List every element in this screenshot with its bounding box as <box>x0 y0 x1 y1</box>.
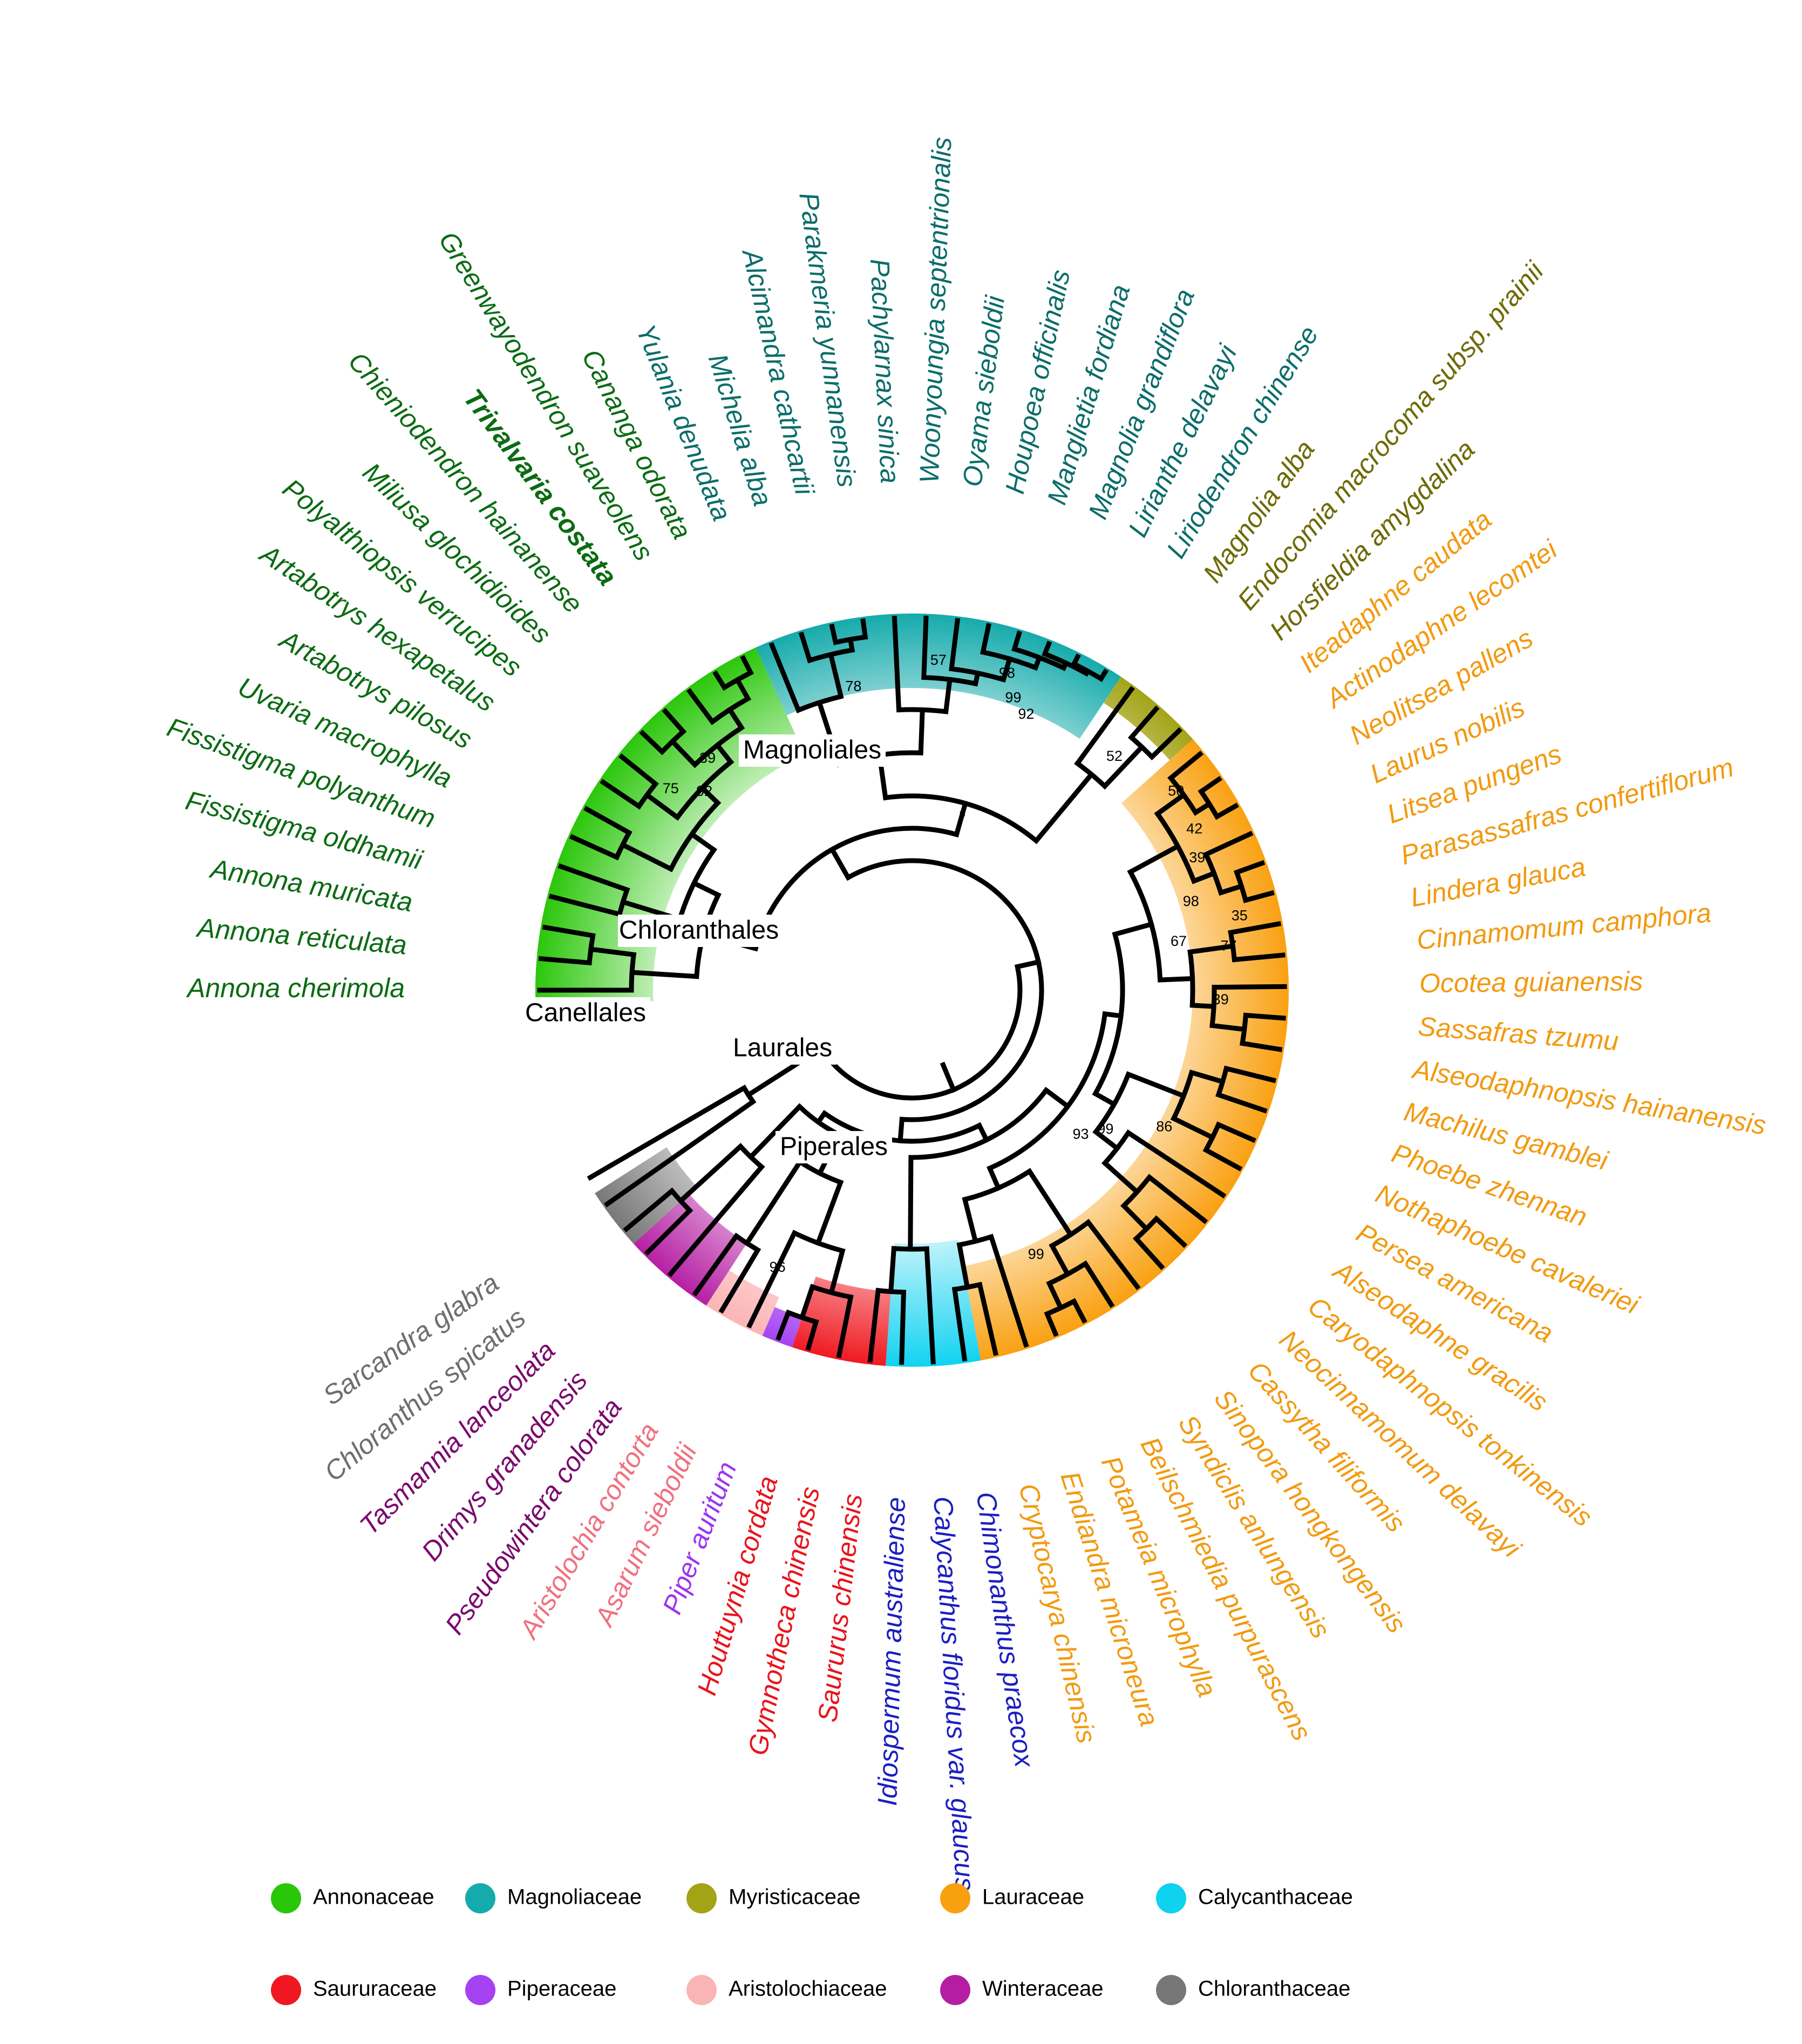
bootstrap-value: 99 <box>1005 690 1021 706</box>
tree-branches <box>537 615 1287 1365</box>
order-label-bg <box>728 1032 837 1065</box>
order-label-bg <box>738 734 886 767</box>
taxon-label: Woonyoungia septentrionalis <box>914 137 957 484</box>
order-label: Chloranthales <box>619 916 779 945</box>
order-label-bg <box>775 1131 893 1163</box>
bootstrap-value: 77 <box>1220 938 1236 954</box>
taxon-label: Annona cherimola <box>186 973 405 1003</box>
taxon-label: Endocomia macrocoma subsp. prainii <box>1232 255 1550 616</box>
bootstrap-value: 92 <box>696 783 712 799</box>
taxon-label: Ocotea guianensis <box>1419 966 1643 998</box>
legend-label: Saururaceae <box>313 1977 437 2001</box>
bootstrap-value: 39 <box>1213 991 1229 1007</box>
legend-label: Lauraceae <box>982 1885 1084 1909</box>
legend-swatch <box>271 1975 301 2005</box>
bootstrap-value: 92 <box>1018 706 1034 722</box>
bootstrap-value: 57 <box>930 652 947 668</box>
bootstrap-value: 75 <box>663 780 679 796</box>
legend-swatch <box>940 1883 970 1913</box>
order-label-bg <box>520 997 651 1030</box>
sector-saururaceae <box>792 1276 891 1366</box>
legend-label: Magnoliaceae <box>507 1885 642 1909</box>
taxon-label: Parasassafras confertiflorum <box>1397 752 1737 871</box>
legend-swatch <box>940 1975 970 2005</box>
sector-calycanthaceae <box>886 1239 981 1367</box>
legend-label: Myristicaceae <box>729 1885 861 1909</box>
bootstrap-value: 78 <box>845 678 861 694</box>
legend-label: Annonaceae <box>313 1885 434 1909</box>
bootstrap-value: 86 <box>1156 1118 1172 1134</box>
bootstrap-value: 39 <box>1189 849 1205 866</box>
legend: Annonaceae Magnoliaceae Myristicaceae Laura… <box>271 1883 1353 2005</box>
legend-label: Piperaceae <box>507 1977 616 2001</box>
sector-lauraceae <box>963 739 1289 1361</box>
taxon-label: Calycanthus floridus var. glaucus <box>928 1496 980 1892</box>
taxon-label: Saururus chinensis <box>812 1493 868 1724</box>
bootstrap-value: 99 <box>1097 1121 1113 1137</box>
legend-label: Winteraceae <box>982 1977 1104 2001</box>
bootstrap-value: 96 <box>770 1259 786 1275</box>
bootstrap-value: 99 <box>1028 1246 1044 1262</box>
taxon-label: Pachylarnax sinica <box>865 258 906 484</box>
order-label: Magnoliales <box>743 736 881 765</box>
taxon-label: Oyama sieboldii <box>957 293 1010 488</box>
legend-swatch <box>1156 1975 1186 2005</box>
order-label: Canellales <box>525 999 646 1027</box>
bootstrap-value: 50 <box>1168 782 1184 799</box>
order-labels: MagnolialesChloranthalesCanellalesLaural… <box>520 734 893 1163</box>
legend-label: Aristolochiaceae <box>729 1977 887 2001</box>
order-label: Laurales <box>733 1034 832 1062</box>
legend-swatch <box>465 1883 495 1913</box>
legend-swatch <box>465 1975 495 2005</box>
legend-label: Calycanthaceae <box>1198 1885 1353 1909</box>
bootstrap-value: 39 <box>699 750 716 766</box>
taxon-label: Cinnamomum camphora <box>1416 897 1712 955</box>
bootstrap-value: 98 <box>1183 893 1199 909</box>
legend-swatch <box>686 1975 717 2005</box>
legend-swatch <box>1156 1883 1186 1913</box>
sector-aristolochiaceae <box>706 1270 779 1336</box>
taxon-label: Sassafras tzumu <box>1417 1011 1620 1057</box>
legend-swatch <box>686 1883 717 1913</box>
bootstrap-value: 52 <box>1106 748 1123 764</box>
bootstrap-value: 35 <box>1232 908 1248 924</box>
sector-chloranthaceae <box>595 1147 697 1244</box>
legend-label: Chloranthaceae <box>1198 1977 1350 2001</box>
order-label-bg <box>618 915 780 947</box>
bootstrap-value: 67 <box>1171 933 1187 949</box>
legend-swatch <box>271 1883 301 1913</box>
taxon-label: Annona reticulata <box>195 912 409 960</box>
bootstrap-value: 98 <box>999 665 1015 681</box>
order-label: Piperales <box>780 1133 888 1161</box>
branch-paths <box>537 615 1287 1365</box>
bootstrap-value: 42 <box>1186 820 1202 836</box>
bootstrap-value: 93 <box>1072 1126 1089 1142</box>
taxon-label: Idiospermum australiense <box>872 1497 911 1807</box>
sector-annonaceae <box>535 647 805 1006</box>
